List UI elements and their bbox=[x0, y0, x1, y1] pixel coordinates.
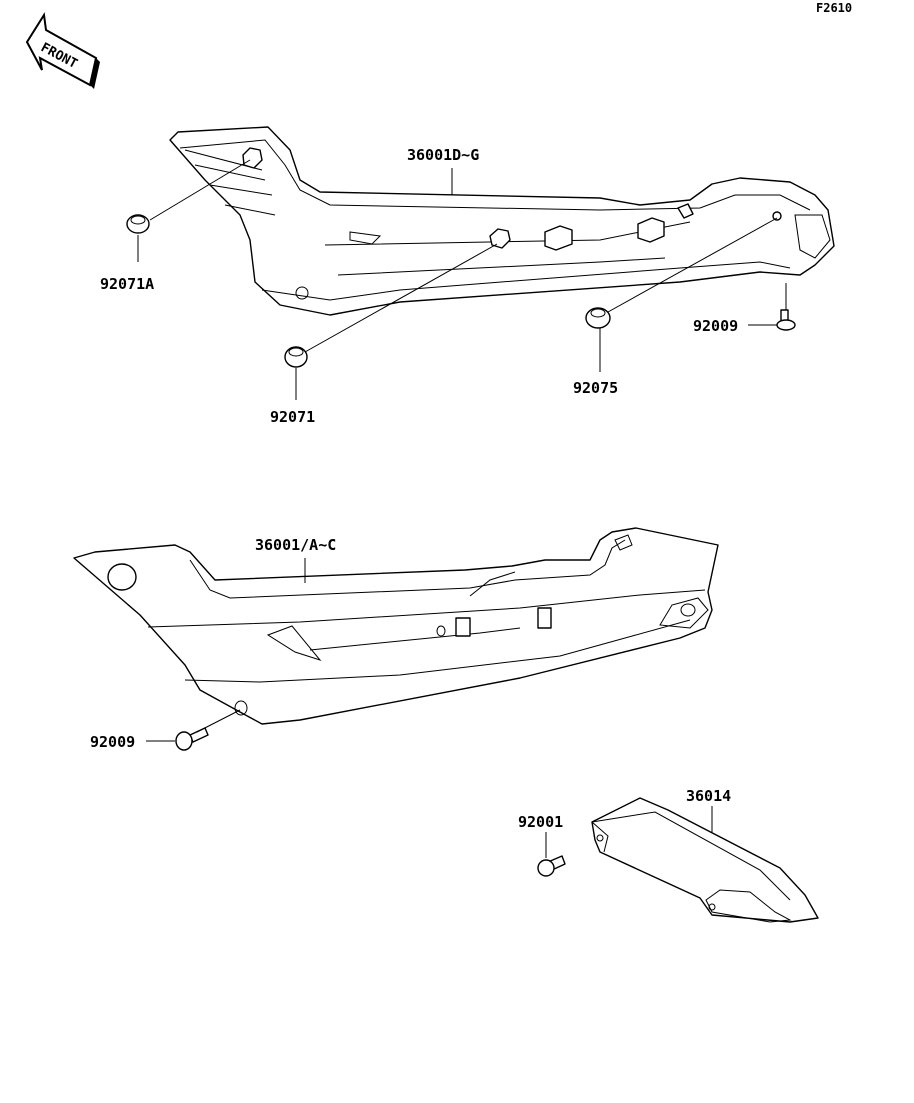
side-cover-lower bbox=[73, 527, 719, 725]
label-92009-bottom: 92009 bbox=[90, 733, 135, 751]
screw-92001 bbox=[537, 855, 566, 877]
screw-92009-top bbox=[776, 309, 796, 331]
label-92001: 92001 bbox=[518, 813, 563, 831]
grommet-92075 bbox=[585, 307, 611, 329]
label-36001-a-c: 36001/A~C bbox=[255, 536, 336, 554]
figure-id: F2610 bbox=[816, 1, 852, 15]
grommet-92071a bbox=[126, 214, 150, 234]
label-36001d-g: 36001D~G bbox=[407, 146, 479, 164]
screw-92009-bottom bbox=[175, 727, 209, 751]
label-92071a: 92071A bbox=[100, 275, 154, 293]
label-36014: 36014 bbox=[686, 787, 731, 805]
label-92009-top: 92009 bbox=[693, 317, 738, 335]
label-92075: 92075 bbox=[573, 379, 618, 397]
side-cover-upper bbox=[169, 126, 835, 316]
cover-36014 bbox=[591, 797, 819, 923]
label-92071: 92071 bbox=[270, 408, 315, 426]
grommet-92071 bbox=[284, 346, 308, 368]
front-arrow-icon: FRONT bbox=[25, 12, 100, 89]
